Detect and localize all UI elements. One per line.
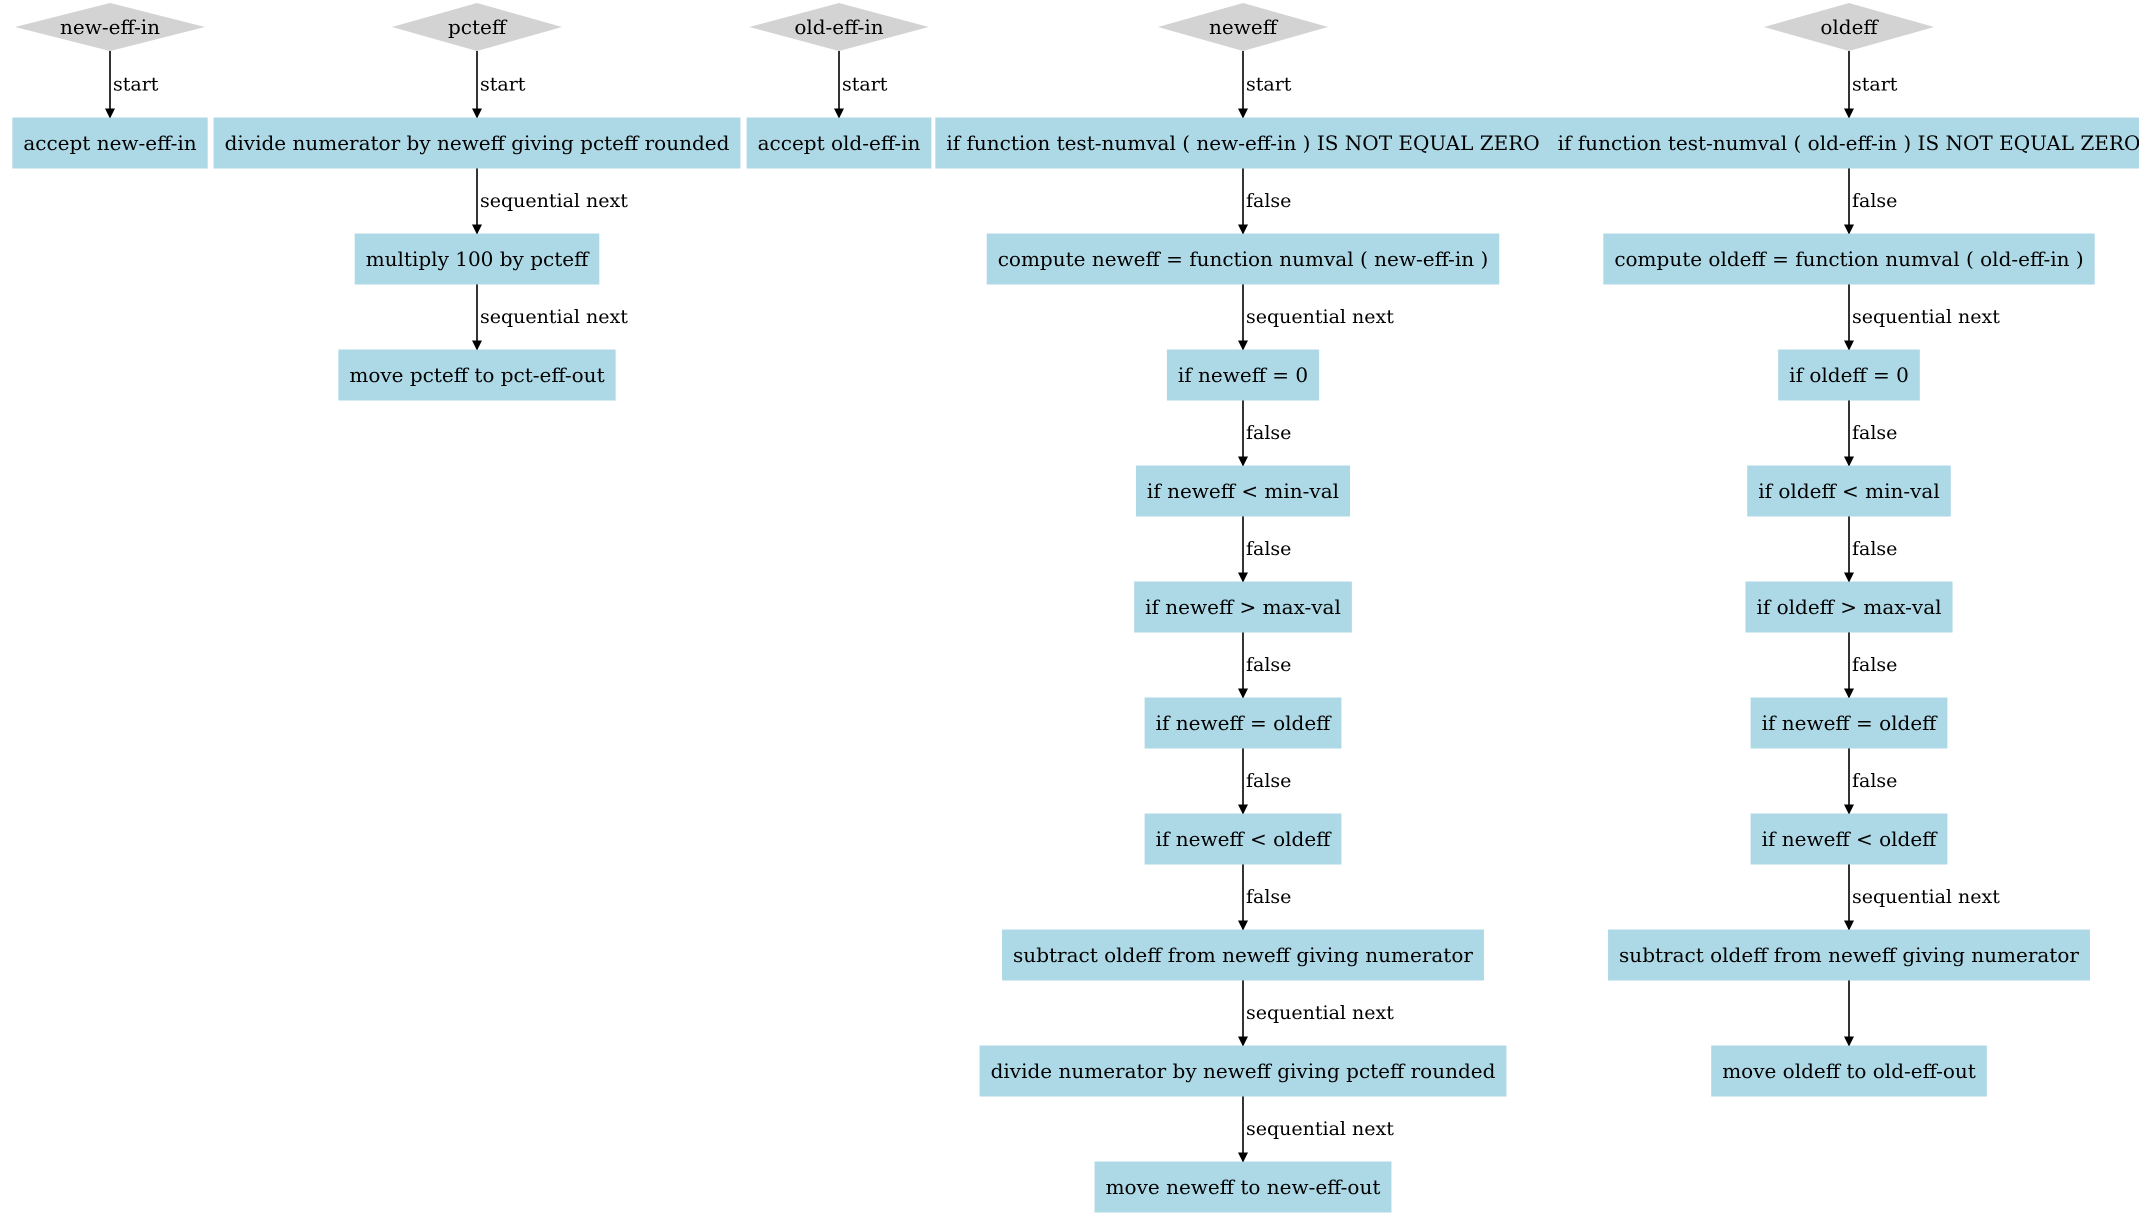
statement-node[interactable] — [1135, 465, 1351, 517]
statement-node[interactable] — [1144, 697, 1342, 749]
edge-label: false — [1852, 538, 1897, 560]
edge-label: sequential next — [1852, 306, 2000, 328]
statement-node[interactable] — [1608, 929, 2090, 981]
edge-label: start — [113, 73, 159, 95]
statement-node[interactable] — [1745, 581, 1953, 633]
start-node[interactable] — [1764, 3, 1934, 51]
statement-label: compute neweff = function numval ( new-e… — [998, 247, 1489, 271]
statement-node[interactable] — [1546, 117, 2139, 169]
statement-label: accept old-eff-in — [758, 131, 921, 155]
start-node-label: neweff — [1209, 15, 1279, 39]
edge-label: start — [480, 73, 526, 95]
flow-2: old-eff-in start accept old-eff-in — [746, 3, 932, 169]
statement-label: move pcteff to pct-eff-out — [349, 363, 604, 387]
statement-label: if neweff = oldeff — [1156, 711, 1333, 735]
statement-node[interactable] — [1002, 929, 1484, 981]
statement-node[interactable] — [338, 349, 616, 401]
statement-node[interactable] — [979, 1045, 1507, 1097]
statement-node[interactable] — [1750, 697, 1948, 749]
statement-label: move neweff to new-eff-out — [1106, 1175, 1381, 1199]
flow-3: neweff start if function test-numval ( new… — [935, 3, 1551, 1213]
statement-label: if oldeff = 0 — [1789, 363, 1909, 387]
statement-node[interactable] — [1747, 465, 1951, 517]
statement-label: divide numerator by neweff giving pcteff… — [991, 1059, 1496, 1083]
statement-label: if neweff = 0 — [1178, 363, 1308, 387]
flow-4: oldeff start if function test-numval ( old… — [1546, 3, 2139, 1097]
statement-label: divide numerator by neweff giving pcteff… — [225, 131, 730, 155]
flow-1: pcteff start divide numerator by neweff gi… — [213, 3, 741, 401]
edge-label: sequential next — [480, 306, 628, 328]
statement-node[interactable] — [1750, 813, 1948, 865]
edge-label: false — [1246, 654, 1291, 676]
statement-node[interactable] — [986, 233, 1500, 285]
statement-node[interactable] — [12, 117, 208, 169]
start-node[interactable] — [749, 3, 929, 51]
edge-label: start — [1246, 73, 1292, 95]
edge-label: sequential next — [1852, 886, 2000, 908]
start-node[interactable] — [15, 3, 205, 51]
start-node-label: new-eff-in — [60, 15, 160, 39]
start-node-label: pcteff — [448, 15, 508, 39]
statement-node[interactable] — [1603, 233, 2095, 285]
statement-node[interactable] — [1166, 349, 1320, 401]
start-node[interactable] — [1158, 3, 1328, 51]
statement-label: multiply 100 by pcteff — [366, 247, 590, 271]
statement-label: if neweff > max-val — [1145, 595, 1341, 619]
edge-label: false — [1852, 770, 1897, 792]
flow-0: new-eff-in start accept new-eff-in — [12, 3, 208, 169]
flows-layer: new-eff-in start accept new-eff-in pcteff st… — [12, 3, 2139, 1213]
statement-label: if neweff = oldeff — [1762, 711, 1939, 735]
statement-node[interactable] — [1144, 813, 1342, 865]
edge-label: false — [1246, 770, 1291, 792]
statement-label: if neweff < min-val — [1147, 479, 1339, 503]
start-node-label: old-eff-in — [794, 15, 883, 39]
edge-label: start — [1852, 73, 1898, 95]
statement-node[interactable] — [1778, 349, 1920, 401]
edge-label: sequential next — [480, 190, 628, 212]
edge-label: sequential next — [1246, 1002, 1394, 1024]
statement-label: subtract oldeff from neweff giving numer… — [1013, 943, 1473, 967]
statement-node[interactable] — [354, 233, 600, 285]
statement-label: if function test-numval ( new-eff-in ) I… — [946, 131, 1539, 155]
statement-label: if neweff < oldeff — [1156, 827, 1333, 851]
statement-node[interactable] — [935, 117, 1551, 169]
edge-label: false — [1246, 422, 1291, 444]
statement-label: if oldeff > max-val — [1756, 595, 1941, 619]
edge-label: sequential next — [1246, 306, 1394, 328]
statement-node[interactable] — [1134, 581, 1352, 633]
edge-label: start — [842, 73, 888, 95]
statement-label: if oldeff < min-val — [1758, 479, 1940, 503]
statement-node[interactable] — [746, 117, 932, 169]
statement-label: if function test-numval ( old-eff-in ) I… — [1558, 131, 2139, 155]
edge-label: false — [1246, 190, 1291, 212]
edge-label: sequential next — [1246, 1118, 1394, 1140]
statement-label: accept new-eff-in — [23, 131, 196, 155]
statement-label: subtract oldeff from neweff giving numer… — [1619, 943, 2079, 967]
statement-node[interactable] — [1094, 1161, 1392, 1213]
edge-label: false — [1852, 654, 1897, 676]
statement-label: move oldeff to old-eff-out — [1722, 1059, 1976, 1083]
statement-label: if neweff < oldeff — [1762, 827, 1939, 851]
edge-label: false — [1246, 538, 1291, 560]
edge-label: false — [1852, 190, 1897, 212]
statement-label: compute oldeff = function numval ( old-e… — [1614, 247, 2083, 271]
edge-label: false — [1246, 886, 1291, 908]
statement-node[interactable] — [213, 117, 741, 169]
statement-node[interactable] — [1711, 1045, 1987, 1097]
edge-label: false — [1852, 422, 1897, 444]
start-node-label: oldeff — [1820, 15, 1879, 39]
start-node[interactable] — [392, 3, 562, 51]
